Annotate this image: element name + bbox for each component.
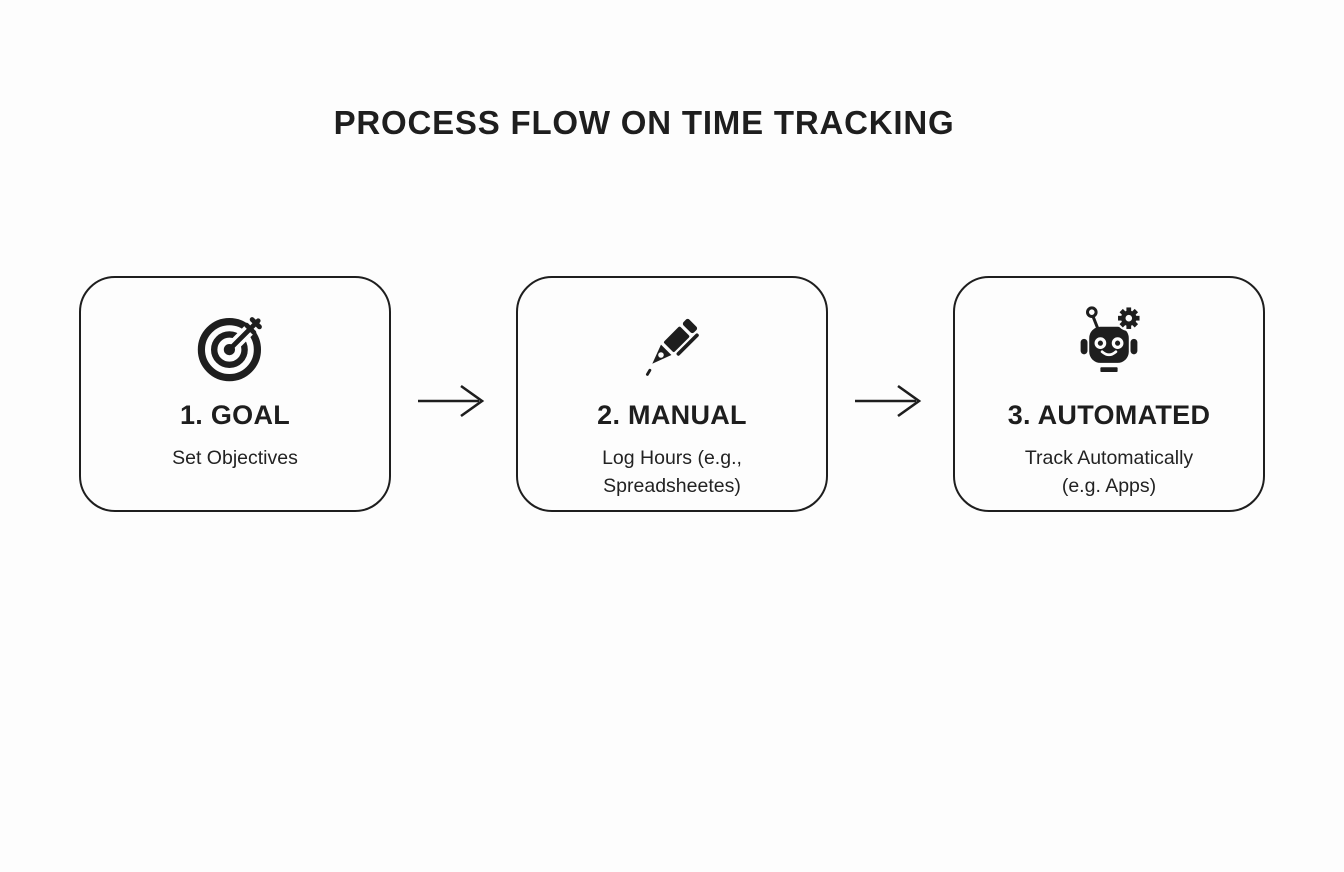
step-description: Log Hours (e.g., Spreadsheetes) — [602, 447, 742, 498]
step-label: 1. GOAL — [179, 400, 291, 430]
arrow-right-icon — [828, 384, 953, 418]
step-label: 2. MANUAL — [597, 400, 747, 430]
step-label: 3. AUTOMATED — [1007, 400, 1211, 430]
step-box-automated: 3. AUTOMATED Track Automatically (e.g. A… — [953, 276, 1265, 512]
step-description: Set Objectives — [172, 447, 298, 469]
robot-icon — [1063, 298, 1155, 390]
step-box-goal: 1. GOAL Set Objectives — [79, 276, 391, 512]
target-bullseye-icon — [195, 298, 275, 390]
step-box-manual: 2. MANUAL Log Hours (e.g., Spreadsheetes… — [516, 276, 828, 512]
flow-row: 1. GOAL Set Objectives — [0, 276, 1344, 512]
page-title: PROCESS FLOW ON TIME TRACKING — [333, 104, 955, 141]
step-description: Track Automatically (e.g. Apps) — [1024, 447, 1194, 498]
process-flow-diagram: PROCESS FLOW ON TIME TRACKING 1. GOAL Se… — [0, 104, 1344, 512]
pen-icon — [631, 298, 713, 390]
arrow-right-icon — [391, 384, 516, 418]
